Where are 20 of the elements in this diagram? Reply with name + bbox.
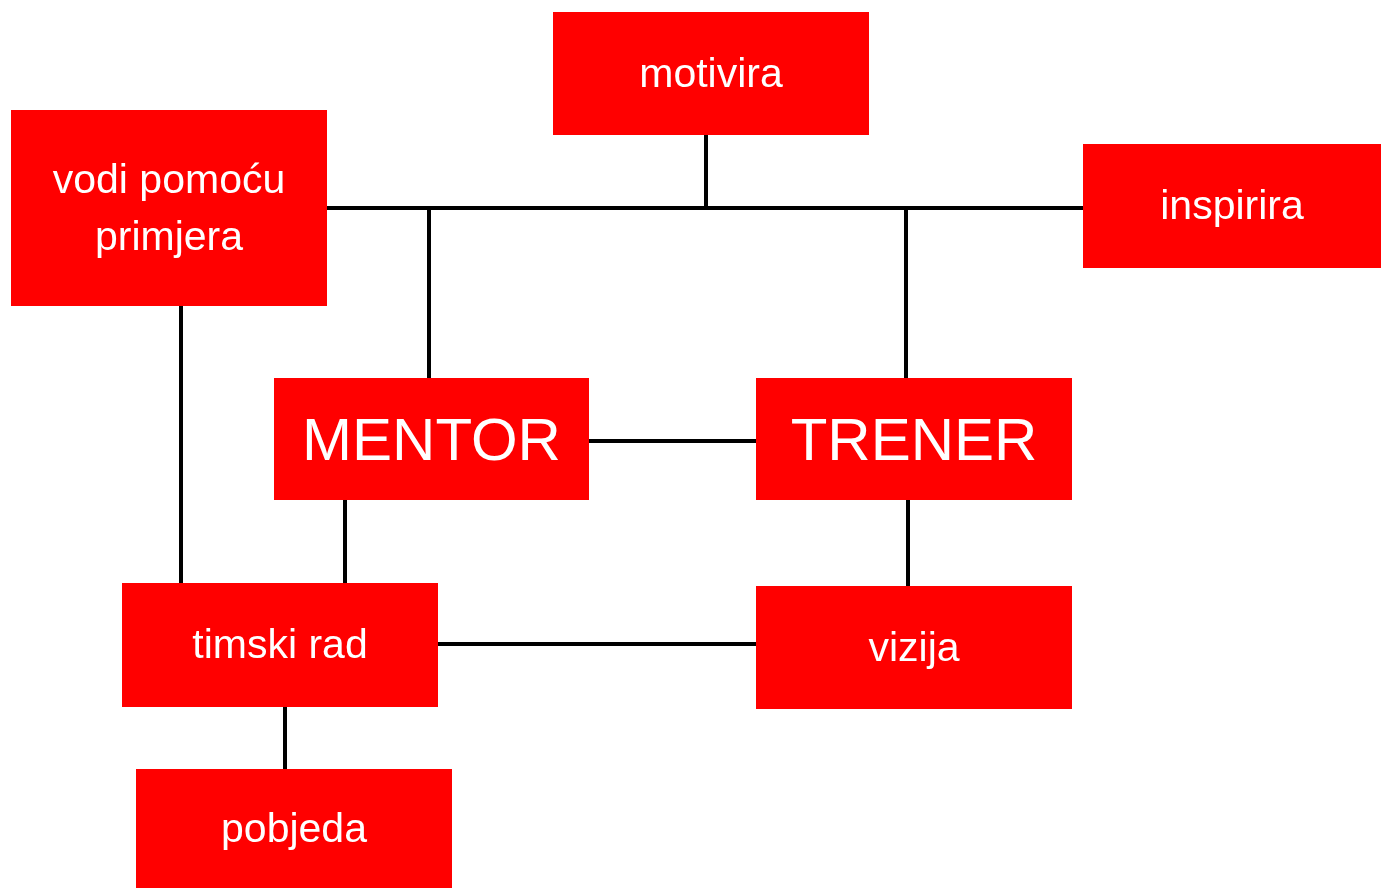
box-label: vodi pomoću primjera: [51, 154, 287, 261]
concept-box: [136, 769, 452, 888]
box-label: inspirira: [1160, 181, 1304, 231]
connector-line: [343, 498, 347, 585]
box-label: motivira: [639, 48, 783, 98]
concept-box: [122, 583, 438, 707]
concept-box: [11, 110, 327, 306]
connector-line: [283, 705, 287, 771]
connector-line: [179, 304, 183, 585]
box-label: MENTOR: [302, 404, 561, 475]
concept-box: [1083, 144, 1381, 268]
concept-box: [553, 12, 869, 135]
concept-box: [274, 378, 589, 500]
concept-box: [756, 378, 1072, 500]
box-label: vizija: [868, 622, 960, 672]
connector-line: [906, 498, 910, 588]
box-label: pobjeda: [221, 803, 367, 853]
box-label: TRENER: [790, 404, 1038, 475]
concept-box: [756, 586, 1072, 709]
box-label: timski rad: [192, 620, 368, 670]
